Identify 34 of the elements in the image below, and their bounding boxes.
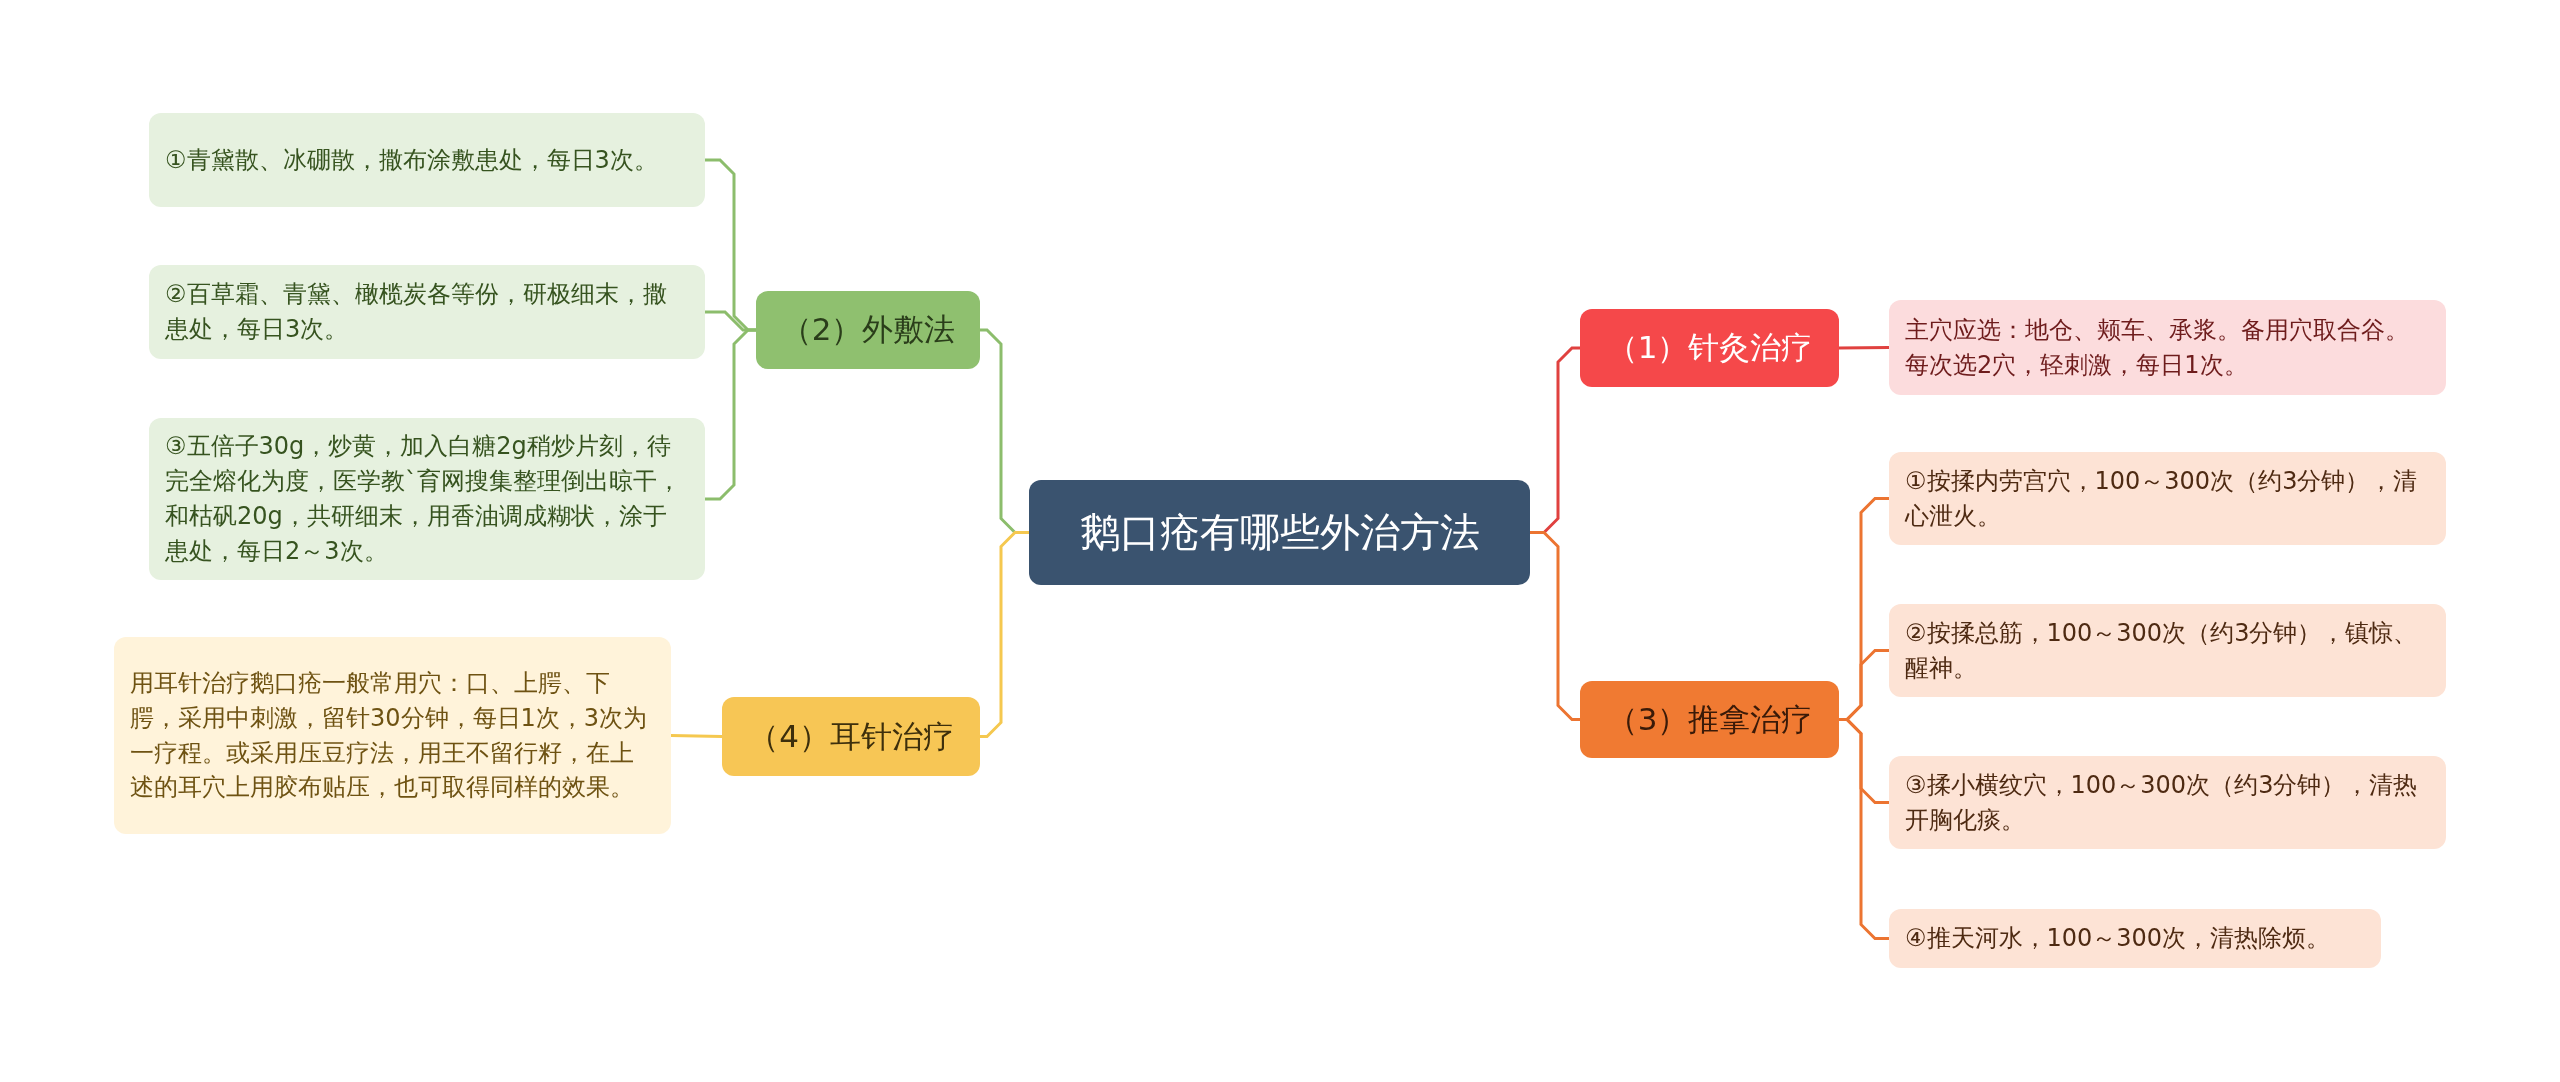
- topic-text: （4）耳针治疗: [747, 716, 955, 756]
- topic-text: （1）针灸治疗: [1605, 328, 1814, 367]
- branch-topic-box: [722, 697, 980, 776]
- central-topic-box: [1029, 480, 1530, 585]
- branch-topic-box: [1580, 309, 1839, 387]
- detail-note-box: [149, 418, 705, 580]
- detail-note-box: [114, 637, 671, 834]
- connector-line: [980, 531, 1029, 738]
- note-text: ③五倍子30g，炒黄，加入白糖2g稍炒片刻，待完全熔化为度，医学教`育网搜集整理倒出晾干，和枯矾20g，共研细末，用香油调成糊状，涂于患处，每日2～3次。: [165, 431, 682, 567]
- topic-text: 鹅口疮有哪些外治方法: [1078, 508, 1481, 557]
- topic-text: （2）外敷法: [779, 310, 957, 349]
- detail-note-box: [1889, 300, 2446, 395]
- detail-note-box: [149, 113, 705, 207]
- connector-line: [670, 734, 723, 738]
- detail-note-box: [149, 265, 705, 359]
- detail-note-box: [1889, 756, 2446, 849]
- branch-topic-box: [1580, 681, 1839, 758]
- topic-text: （3）推拿治疗: [1605, 699, 1814, 739]
- note-text: ②按揉总筋，100～300次（约3分钟），镇惊、醒神。: [1905, 617, 2419, 684]
- note-text: ①按揉内劳宫穴，100～300次（约3分钟），清心泄火。: [1905, 465, 2419, 532]
- detail-note-box: [1889, 452, 2446, 545]
- connector-line: [1839, 718, 1889, 940]
- note-text: ②百草霜、青黛、橄榄炭各等份，研极细末，撒患处，每日3次。: [165, 279, 668, 345]
- detail-note-box: [1889, 909, 2381, 968]
- note-text: ④推天河水，100～300次，清热除烦。: [1905, 923, 2331, 955]
- note-text: 主穴应选：地仓、颊车、承浆。备用穴取合谷。每次选2穴，轻刺激，每日1次。: [1905, 314, 2410, 381]
- connector-line: [1530, 531, 1580, 721]
- connector-line: [705, 328, 756, 501]
- note-text: ①青黛散、冰硼散，撒布涂敷患处，每日3次。: [165, 144, 658, 176]
- note-text: ③揉小横纹穴，100～300次（约3分钟），清热开胸化痰。: [1905, 769, 2419, 836]
- detail-note-box: [1889, 604, 2446, 697]
- branch-topic-box: [756, 291, 980, 369]
- note-text: 用耳针治疗鹅口疮一般常用穴：口、上腭、下腭，采用中刺激，留针30分钟，每日1次，3次为一疗程。或采用压豆疗法，用王不留行籽，在上述的耳穴上用胶布贴压，也可取得同样的效果。: [130, 667, 649, 804]
- connector-line: [1839, 346, 1889, 350]
